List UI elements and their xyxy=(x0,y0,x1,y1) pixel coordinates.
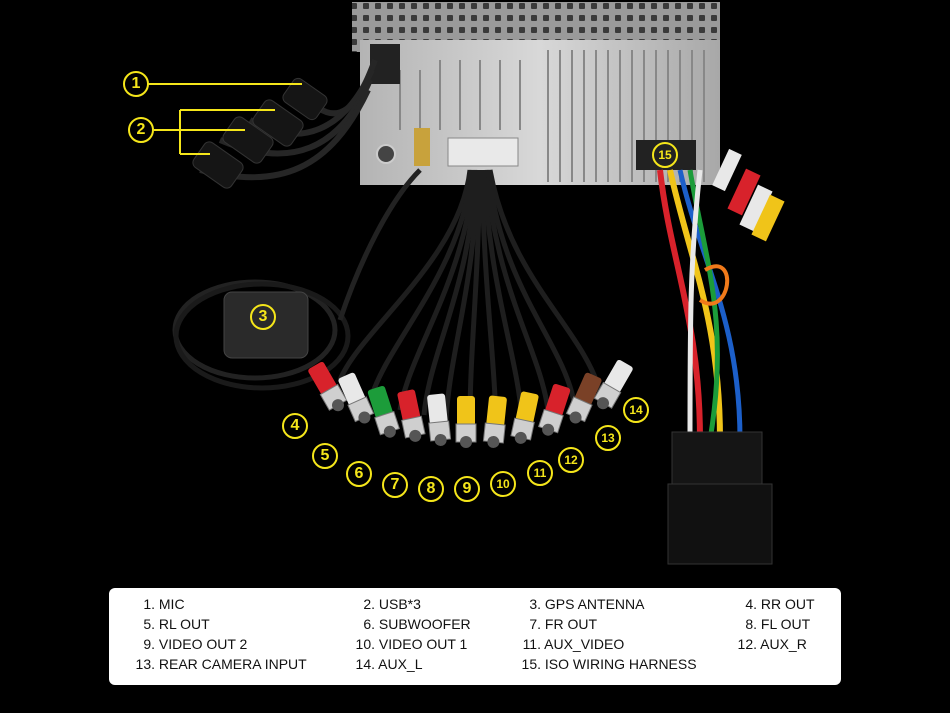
wiring-diagram-photo: 1 2 3 4 5 6 7 8 9 10 11 12 13 14 15 xyxy=(123,2,785,565)
callout-12: 12 xyxy=(558,447,584,473)
callout-14: 14 xyxy=(623,397,649,423)
legend-item: 2. USB*3 xyxy=(363,596,421,612)
legend-item: 5. RL OUT xyxy=(143,616,210,632)
callout-13: 13 xyxy=(595,425,621,451)
legend-item: 11. AUX_VIDEO xyxy=(522,636,625,652)
rca-plug xyxy=(482,395,507,448)
callout-10: 10 xyxy=(490,471,516,497)
rca-plug xyxy=(538,383,571,436)
legend-item: 6. SUBWOOFER xyxy=(363,616,471,632)
rca-plug xyxy=(367,385,400,438)
rca-plug xyxy=(397,389,426,442)
legend-item: 8. FL OUT xyxy=(745,616,811,632)
callout-3: 3 xyxy=(250,304,276,330)
legend-item: 9. VIDEO OUT 2 xyxy=(143,636,248,652)
rca-plug xyxy=(565,372,602,424)
callout-5: 5 xyxy=(312,443,338,469)
legend-item: 13. REAR CAMERA INPUT xyxy=(135,656,307,672)
rca-plug xyxy=(427,393,452,446)
head-unit-chassis xyxy=(352,2,720,185)
legend-item: 10. VIDEO OUT 1 xyxy=(355,636,468,652)
legend-item: 12. AUX_R xyxy=(737,636,807,652)
rca-bundle-wires xyxy=(337,169,603,421)
legend-item: 15. ISO WIRING HARNESS xyxy=(521,656,697,672)
legend-item: 7. FR OUT xyxy=(529,616,597,632)
rca-connectors xyxy=(308,359,633,448)
rca-plug xyxy=(510,391,539,444)
harness-illustration xyxy=(148,2,785,565)
iso-harness xyxy=(657,148,785,565)
callout-1: 1 xyxy=(123,71,149,97)
connector-legend: 1. MIC 2. USB*3 3. GPS ANTENNA 4. RR OUT… xyxy=(109,588,841,685)
legend-item: 14. AUX_L xyxy=(355,656,423,672)
callout-8: 8 xyxy=(418,476,444,502)
callout-4: 4 xyxy=(282,413,308,439)
callout-9: 9 xyxy=(454,476,480,502)
rca-plug xyxy=(593,359,633,410)
legend-item: 3. GPS ANTENNA xyxy=(529,596,645,612)
callout-leaders xyxy=(148,83,302,155)
rca-plug xyxy=(308,361,348,412)
callout-7: 7 xyxy=(382,472,408,498)
gps-antenna xyxy=(172,168,422,391)
legend-row: 9. VIDEO OUT 2 10. VIDEO OUT 1 11. AUX_V… xyxy=(109,636,841,656)
legend-row: 5. RL OUT 6. SUBWOOFER 7. FR OUT 8. FL O… xyxy=(109,616,841,636)
callout-15: 15 xyxy=(652,142,678,168)
callout-6: 6 xyxy=(346,461,372,487)
legend-row: 1. MIC 2. USB*3 3. GPS ANTENNA 4. RR OUT xyxy=(109,596,841,616)
legend-item: 1. MIC xyxy=(143,596,185,612)
legend-row: 13. REAR CAMERA INPUT 14. AUX_L 15. ISO … xyxy=(109,656,841,676)
rca-plug xyxy=(455,396,477,448)
callout-11: 11 xyxy=(527,460,553,486)
rca-plug xyxy=(338,372,375,424)
legend-item: 4. RR OUT xyxy=(745,596,815,612)
callout-2: 2 xyxy=(128,117,154,143)
